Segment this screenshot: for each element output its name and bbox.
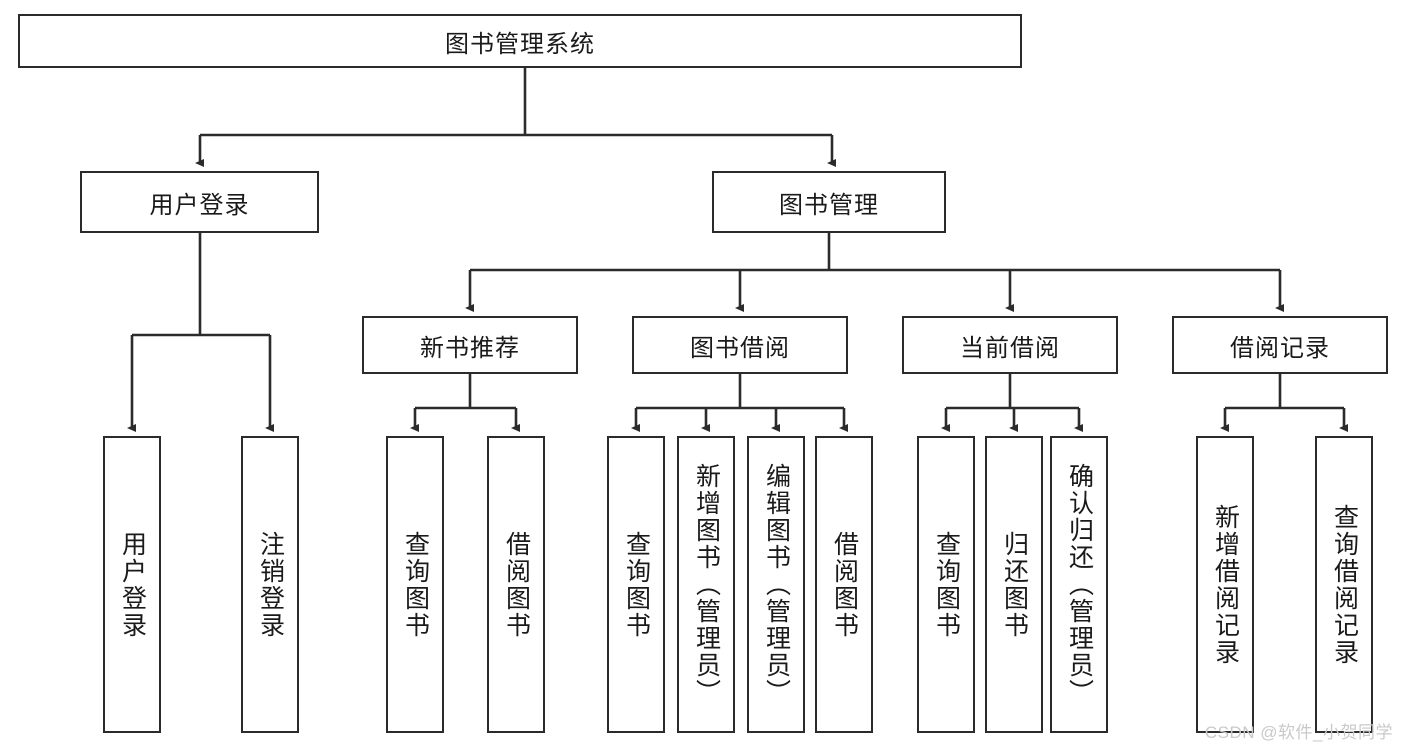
node-leaf-return-book[interactable]: 归还图书 bbox=[985, 436, 1043, 733]
node-label: 新书推荐 bbox=[420, 334, 520, 362]
node-label: 查询借阅记录 bbox=[1330, 503, 1359, 666]
node-leaf-user-login[interactable]: 用户登录 bbox=[103, 436, 161, 733]
node-book-borrow[interactable]: 图书借阅 bbox=[632, 316, 848, 374]
node-label: 用户登录 bbox=[149, 191, 250, 219]
node-user-login[interactable]: 用户登录 bbox=[80, 171, 319, 233]
node-leaf-borrow-book[interactable]: 借阅图书 bbox=[815, 436, 873, 733]
node-label: 新增借阅记录 bbox=[1211, 503, 1240, 666]
node-label: 图书管理系统 bbox=[445, 30, 595, 58]
node-label: 查询图书 bbox=[622, 530, 651, 639]
node-label: 借阅图书 bbox=[830, 530, 859, 639]
node-leaf-add-borrow-record[interactable]: 新增借阅记录 bbox=[1196, 436, 1254, 733]
node-leaf-edit-book-admin[interactable]: 编辑图书（管理员） bbox=[747, 436, 805, 733]
node-leaf-user-logout[interactable]: 注销登录 bbox=[241, 436, 299, 733]
node-label: 归还图书 bbox=[1000, 530, 1029, 639]
node-leaf-add-book-admin[interactable]: 新增图书（管理员） bbox=[677, 436, 735, 733]
node-leaf-confirm-return-admin[interactable]: 确认归还（管理员） bbox=[1050, 436, 1108, 733]
node-leaf-query-book-recommend[interactable]: 查询图书 bbox=[386, 436, 444, 733]
node-label: 当前借阅 bbox=[960, 334, 1060, 362]
node-book-manage[interactable]: 图书管理 bbox=[712, 171, 946, 233]
node-label: 查询图书 bbox=[401, 530, 430, 639]
node-label: 查询图书 bbox=[932, 530, 961, 639]
node-leaf-query-book-current[interactable]: 查询图书 bbox=[917, 436, 975, 733]
node-leaf-query-borrow-record[interactable]: 查询借阅记录 bbox=[1315, 436, 1373, 733]
node-leaf-query-book-borrow[interactable]: 查询图书 bbox=[607, 436, 665, 733]
watermark-text: CSDN @软件_小贺同学 bbox=[1204, 723, 1393, 742]
node-borrow-record[interactable]: 借阅记录 bbox=[1172, 316, 1388, 374]
node-label: 借阅图书 bbox=[502, 530, 531, 639]
node-root-title[interactable]: 图书管理系统 bbox=[18, 14, 1022, 68]
node-label: 注销登录 bbox=[256, 530, 285, 639]
node-leaf-borrow-book-recommend[interactable]: 借阅图书 bbox=[487, 436, 545, 733]
node-label: 新增图书（管理员） bbox=[692, 463, 721, 706]
node-label: 图书管理 bbox=[779, 191, 879, 219]
node-label: 确认归还（管理员） bbox=[1065, 463, 1094, 706]
node-label: 编辑图书（管理员） bbox=[762, 463, 791, 706]
node-current-borrow[interactable]: 当前借阅 bbox=[902, 316, 1118, 374]
node-label: 图书借阅 bbox=[690, 334, 790, 362]
node-new-book-recommend[interactable]: 新书推荐 bbox=[362, 316, 578, 374]
node-label: 借阅记录 bbox=[1230, 334, 1330, 362]
node-label: 用户登录 bbox=[118, 530, 147, 639]
